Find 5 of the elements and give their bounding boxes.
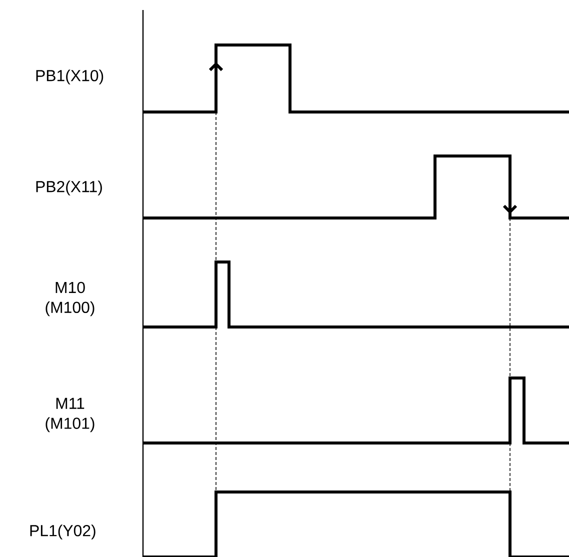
signal-label: M11 (M101)	[46, 398, 94, 432]
signal-label: PL1(Y02)	[30, 524, 96, 540]
signal-label: PB1(X10)	[36, 70, 104, 84]
signal-label: PB2(X11)	[36, 180, 102, 196]
signal-label: M10 (M100)	[46, 282, 94, 316]
